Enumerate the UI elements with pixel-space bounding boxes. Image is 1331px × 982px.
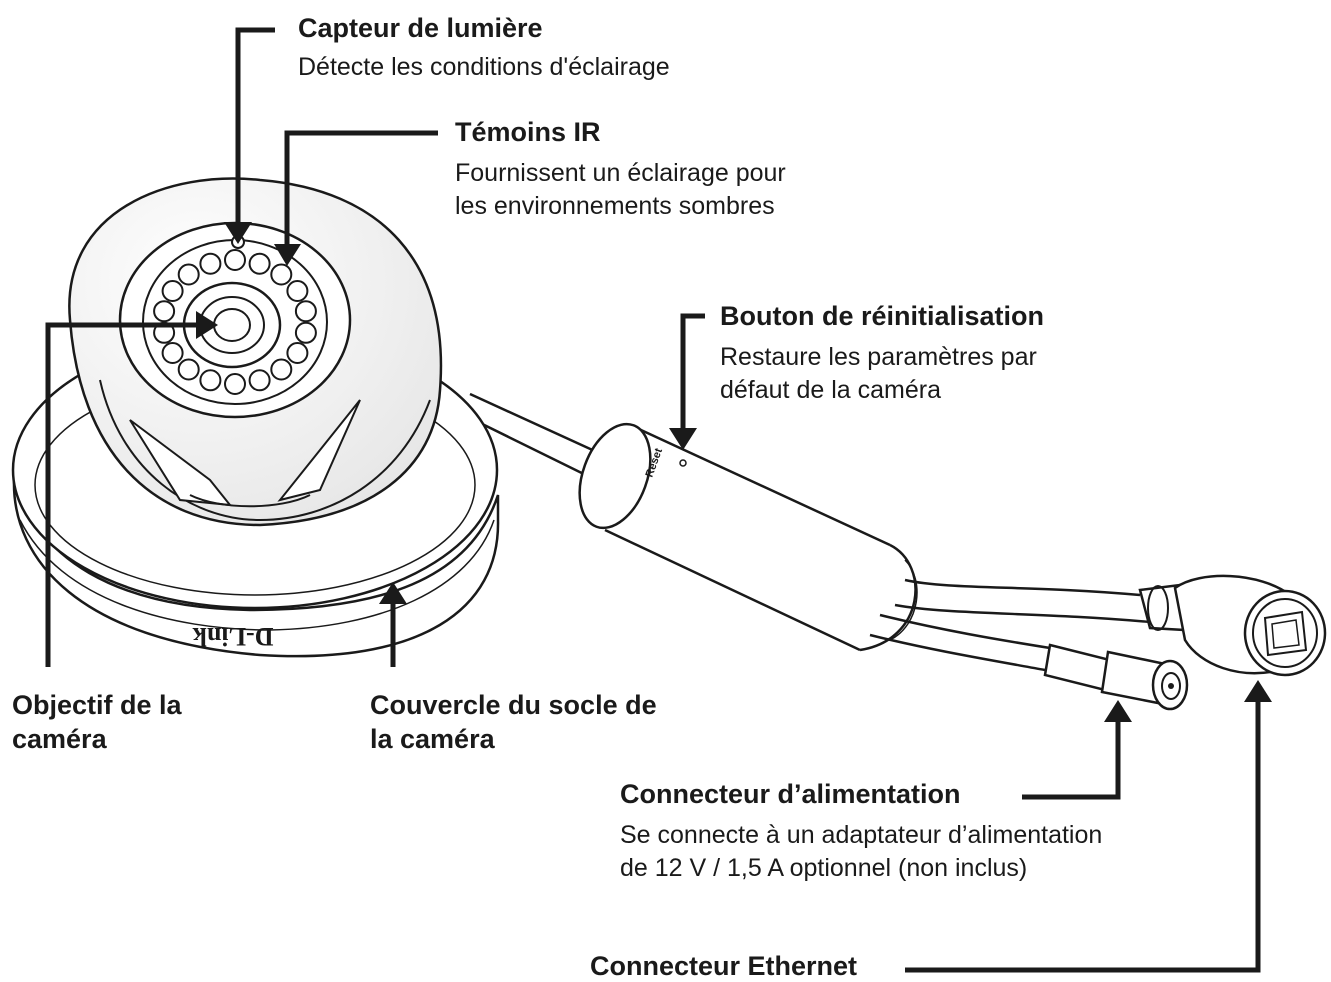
arrow-base-cover: [379, 582, 407, 604]
callout-reset-button: [680, 313, 705, 430]
ethernet-connector-title: Connecteur Ethernet: [590, 951, 858, 981]
ir-led: [248, 369, 271, 392]
reset-pinhole: [679, 459, 687, 467]
callout-ethernet: [905, 700, 1261, 973]
ir-led: [270, 358, 293, 381]
ir-led: [294, 300, 317, 323]
label-power-connector: Connecteur d’alimentation Se connecte à …: [620, 778, 1102, 885]
label-reset-button: Bouton de réinitialisation Restaure les …: [720, 300, 1044, 407]
callout-lines: [45, 27, 1261, 973]
ir-leds-title: Témoins IR: [455, 117, 601, 147]
split-cables: [869, 578, 1151, 672]
ir-led: [224, 249, 246, 271]
ir-led: [177, 263, 200, 286]
main-cable: [469, 392, 611, 484]
arrow-reset-button: [669, 428, 697, 450]
ir-led: [294, 321, 317, 344]
arrow-lens: [196, 311, 218, 339]
base-cover-title-line2: la caméra: [370, 724, 495, 754]
label-ir-leds: Témoins IR Fournissent un éclairage pour…: [455, 116, 786, 223]
arrow-ir-leds: [274, 244, 301, 266]
label-light-sensor: Capteur de lumière Détecte les condition…: [298, 12, 670, 84]
light-sensor-desc: Détecte les conditions d'éclairage: [298, 53, 670, 81]
power-connector: [1043, 643, 1189, 711]
label-base-cover: Couvercle du socle de la caméra: [370, 688, 657, 756]
ir-led: [224, 373, 246, 395]
ir-led: [161, 342, 184, 364]
base-cover-title-line1: Couvercle du socle de: [370, 690, 657, 720]
arrow-ethernet: [1244, 680, 1272, 702]
svg-text:D-Link: D-Link: [192, 622, 273, 651]
ir-led: [177, 358, 200, 381]
reset-module: Reset: [578, 422, 918, 652]
lens-title-line1: Objectif de la: [12, 690, 182, 720]
callout-arrowheads: [196, 222, 1272, 722]
ir-led: [286, 280, 309, 302]
callout-light-sensor: [235, 27, 275, 228]
arrow-light-sensor: [224, 222, 252, 244]
brand-logo: D-Link: [192, 622, 273, 651]
ir-led: [286, 342, 309, 364]
ir-led: [153, 300, 176, 323]
ir-led: [161, 280, 184, 302]
ir-led: [270, 263, 293, 286]
power-connector-desc-line1: Se connecte à un adaptateur d’alimentati…: [620, 821, 1103, 849]
power-connector-title: Connecteur d’alimentation: [620, 779, 961, 809]
ir-leds: [153, 249, 317, 395]
ir-led: [199, 369, 222, 392]
camera-lens: [182, 281, 282, 369]
ir-led: [199, 252, 222, 275]
reset-button-desc-line2: défaut de la caméra: [720, 376, 941, 404]
arrow-power: [1104, 700, 1132, 722]
ir-led: [248, 252, 271, 275]
label-lens: Objectif de la caméra: [12, 688, 182, 756]
ethernet-connector: [1138, 574, 1327, 677]
power-connector-desc-line2: de 12 V / 1,5 A optionnel (non inclus): [620, 854, 1028, 882]
callout-ir-leds: [284, 130, 438, 250]
ir-leds-desc-line2: les environnements sombres: [455, 192, 775, 220]
ir-leds-desc-line1: Fournissent un éclairage pour: [455, 159, 786, 187]
label-ethernet-connector: Connecteur Ethernet: [590, 950, 857, 982]
lens-title-line2: caméra: [12, 724, 107, 754]
reset-button-desc-line1: Restaure les paramètres par: [720, 343, 1037, 371]
light-sensor-title: Capteur de lumière: [298, 13, 543, 43]
reset-button-title: Bouton de réinitialisation: [720, 301, 1045, 331]
callout-lens: [45, 322, 200, 667]
callout-power: [1022, 720, 1121, 800]
